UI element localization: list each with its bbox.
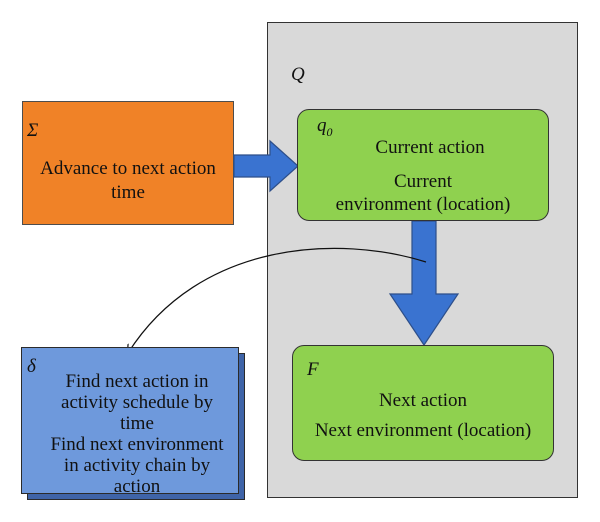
delta-text-line-2: activity schedule by [61,392,213,413]
final-state-box [292,345,554,461]
sigma-to-q0-arrow [233,139,299,193]
state-space-label: Q [291,64,305,85]
input-alphabet-box [22,101,234,225]
q0-text-line-1: Current action [375,137,485,158]
delta-text-line-6: action [113,476,161,497]
delta-label: δ [27,356,36,377]
sigma-label: Σ [27,120,39,141]
delta-text-line-4: Find next environment [50,434,224,455]
q0-label: q0 [317,115,333,139]
q0-text-line-2: Current [393,171,453,192]
delta-text-line-1: Find next action in [65,371,209,392]
initial-state-box [297,109,549,221]
delta-text-line-3: time [120,413,154,434]
f-text-line-2: Next environment (location) [314,420,532,441]
q0-to-f-arrow [388,220,460,347]
delta-text-line-5: in activity chain by [63,455,211,476]
sigma-text-line-1: Advance to next action [40,158,216,179]
f-label: F [307,359,319,380]
transition-curve-arrow [128,247,427,353]
sigma-text-line-2: time [111,182,145,203]
q0-text-line-3: environment (location) [335,194,511,215]
transition-function-box [21,347,239,494]
f-text-line-1: Next action [378,390,468,411]
